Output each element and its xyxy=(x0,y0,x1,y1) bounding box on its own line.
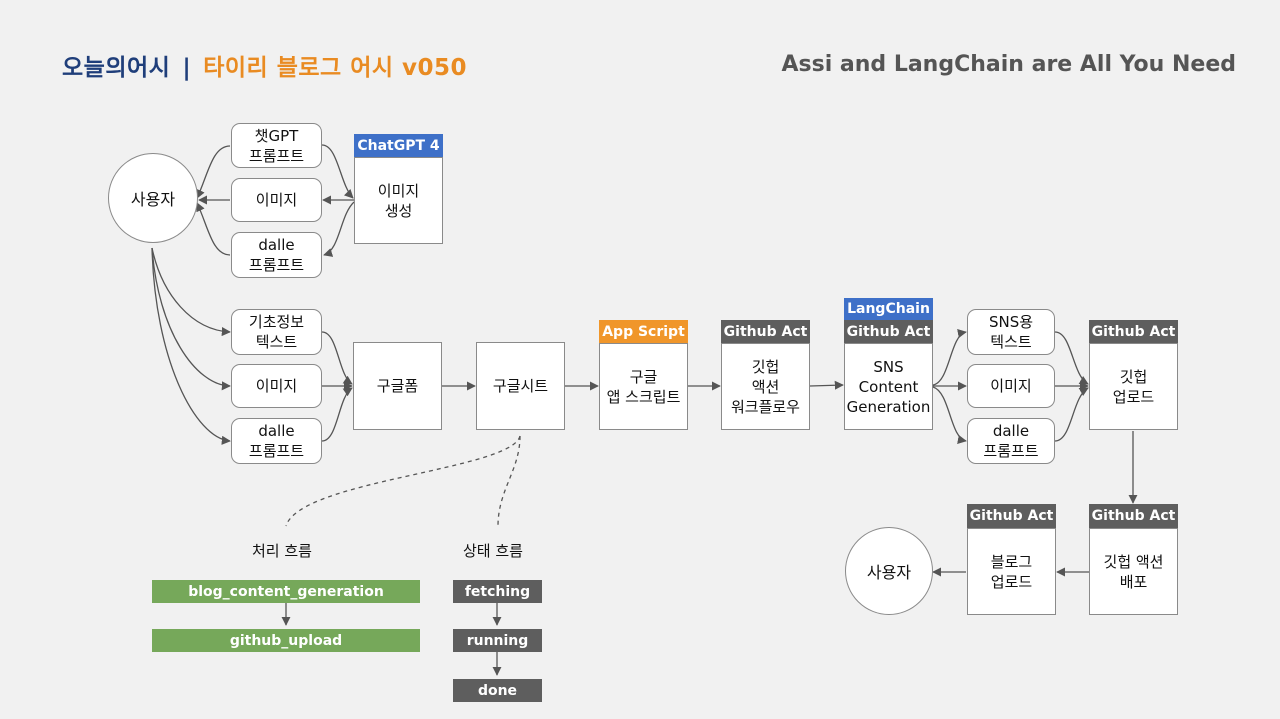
process-step-github-upload: github_upload xyxy=(152,629,420,652)
status-step-fetching: fetching xyxy=(453,580,542,603)
app-script-tag: App Script xyxy=(599,320,688,343)
title-separator: | xyxy=(182,55,192,81)
image-node-mid: 이미지 xyxy=(231,364,322,408)
process-flow-label: 처리 흐름 xyxy=(252,542,312,560)
github-act-tag-upload: Github Act xyxy=(1089,320,1178,343)
status-step-done: done xyxy=(453,679,542,702)
brand-name: 오늘의어시 xyxy=(62,55,171,81)
langchain-tag: LangChain xyxy=(844,298,933,320)
chatgpt4-tag: ChatGPT 4 xyxy=(354,134,443,157)
user-node-top: 사용자 xyxy=(108,153,198,243)
page-subtitle: 타이리 블로그 어시 v050 xyxy=(203,55,468,81)
google-app-script-node: 구글 앱 스크립트 xyxy=(599,343,688,430)
image-generation-node: 이미지 생성 xyxy=(354,157,443,244)
github-deploy-node: 깃헙 액션 배포 xyxy=(1089,528,1178,615)
google-form-node: 구글폼 xyxy=(353,342,442,430)
github-act-tag-blog: Github Act xyxy=(967,504,1056,528)
tagline: Assi and LangChain are All You Need xyxy=(781,52,1236,77)
google-sheet-node: 구글시트 xyxy=(476,342,565,430)
github-upload-node: 깃헙 업로드 xyxy=(1089,343,1178,430)
user-node-bottom: 사용자 xyxy=(845,527,933,615)
image-node-right: 이미지 xyxy=(967,364,1055,408)
sns-text-node: SNS용 텍스트 xyxy=(967,309,1055,355)
github-workflow-node: 깃헙 액션 워크플로우 xyxy=(721,343,810,430)
status-step-running: running xyxy=(453,629,542,652)
blog-upload-node: 블로그 업로드 xyxy=(967,528,1056,615)
dalle-prompt-node-mid: dalle 프롬프트 xyxy=(231,418,322,464)
chatgpt-prompt-node: 챗GPT 프롬프트 xyxy=(231,123,322,168)
process-step-content-generation: blog_content_generation xyxy=(152,580,420,603)
dalle-prompt-node-top: dalle 프롬프트 xyxy=(231,232,322,278)
status-flow-label: 상태 흐름 xyxy=(463,542,523,560)
dalle-prompt-node-right: dalle 프롬프트 xyxy=(967,418,1055,464)
page-title: 오늘의어시 | 타이리 블로그 어시 v050 xyxy=(62,48,467,82)
github-act-tag-sns: Github Act xyxy=(844,320,933,343)
github-act-tag-workflow: Github Act xyxy=(721,320,810,343)
basic-info-text-node: 기초정보 텍스트 xyxy=(231,309,322,355)
image-node-top: 이미지 xyxy=(231,178,322,222)
sns-content-generation-node: SNS Content Generation xyxy=(844,343,933,430)
github-act-tag-deploy: Github Act xyxy=(1089,504,1178,528)
